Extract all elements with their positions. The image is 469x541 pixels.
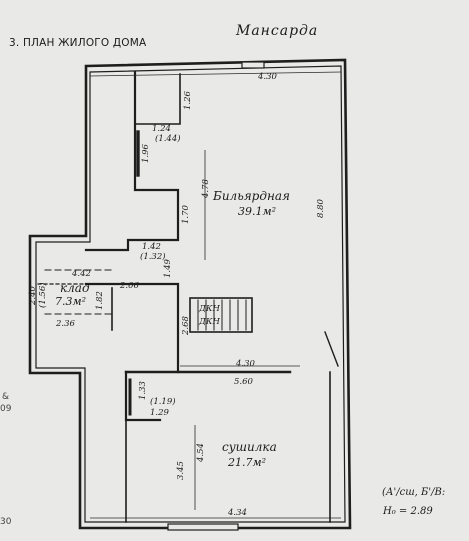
edge-mark-3: 30 [0,517,12,527]
drying-room-name: сушилка [222,440,277,454]
top-window [241,61,265,69]
billiard-room-name: Бильярдная [213,189,290,203]
dim-corridor-width: 2.06 [120,281,139,291]
outer-wall [28,58,352,530]
stair-well [189,297,253,333]
dim-cabinet-width: (1.19) [150,397,176,407]
floor-name: Мансарда [236,23,319,39]
dim-storage-height-alt: (1.56) [38,282,48,308]
dim-niche-width: 1.24 [152,124,171,134]
dim-step-left: 1.70 [181,205,191,224]
storage-room-area: 7.3м² [55,295,87,308]
dim-step-width-alt: (1.32) [140,252,166,262]
dim-storage-height: 2.40 [28,286,38,305]
dim-cabinet-height: 1.33 [138,381,148,400]
outer-wall-inner [35,65,346,523]
sheet-title: 3. ПЛАН ЖИЛОГО ДОМА [9,37,147,49]
dim-billiard-right: 8.80 [316,199,326,218]
niche-top [134,73,181,125]
dim-stair-side: 1.49 [163,259,173,278]
storage-room-name: клад [60,281,90,295]
dim-drying-height: 4.54 [196,443,206,462]
dim-bottom-wall: 4.34 [228,508,247,518]
edge-mark-1: & [2,392,10,402]
stair-mark-bottom: ДКН [199,317,220,327]
stair-mark-top: ДКН [199,304,220,314]
dim-partition-width: 4.30 [236,359,255,369]
dim-storage-width: 4.42 [72,269,91,279]
dim-storage-side: 1.82 [95,291,105,310]
stair-treads [197,299,247,331]
drying-room-area: 21.7м² [228,456,267,469]
dim-niche-depth: 1.26 [183,91,193,110]
dim-partition-width-alt: 5.60 [234,377,253,387]
right-door [324,331,339,367]
edge-mark-2: 09 [0,404,12,414]
stamp-line-1: (А'/сш, Б'/В: [382,487,446,498]
dim-drying-left: 3.45 [176,461,186,480]
dim-step-width: 1.42 [142,242,161,252]
dim-billiard-height: 4.78 [201,179,211,198]
dim-line-top [89,71,342,77]
dim-storage-bottom: 2.36 [56,319,75,329]
dim-stair-landing: 2.68 [181,316,191,335]
dim-top-wall: 4.30 [258,72,277,82]
dim-cabinet-width-alt: 1.29 [150,408,169,418]
bottom-window [167,523,239,531]
billiard-room-area: 39.1м² [238,205,277,218]
dim-niche-width-alt: (1.44) [155,134,181,144]
dim-niche-height: 1.96 [141,144,151,163]
niche-wall [84,70,180,252]
stamp-line-2: Н₀ = 2.89 [383,506,433,517]
